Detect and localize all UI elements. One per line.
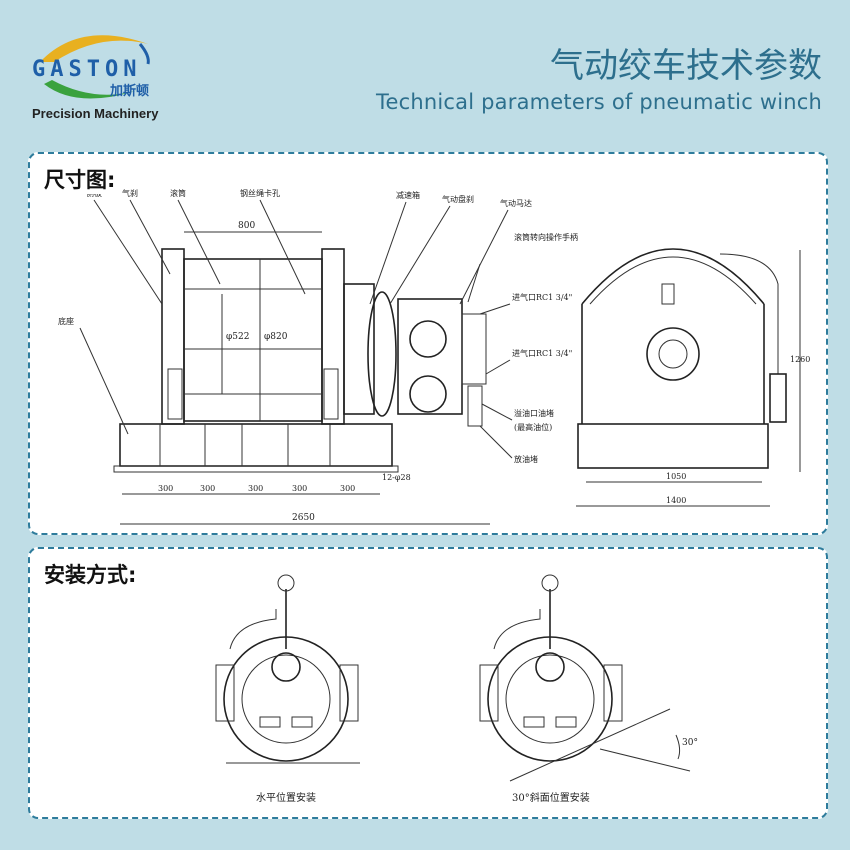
dim-spacing-2: 300 — [200, 484, 215, 493]
dim-drum-width: 800 — [238, 221, 255, 231]
callout-drum: 滚筒 — [170, 188, 186, 198]
dim-spacing-3: 300 — [248, 484, 263, 493]
dim-spacing-5: 300 — [340, 484, 355, 493]
dim-522: φ522 — [226, 332, 249, 342]
horizontal-install-view — [215, 574, 360, 764]
installation-drawing: 水平位置安装 30° 30°斜面位置安装 — [215, 574, 698, 804]
callout-rope-hole: 钢丝绳卡孔 — [240, 188, 280, 198]
dim-spacing-4: 300 — [292, 484, 307, 493]
page-title: 气动绞车技术参数 — [550, 46, 822, 86]
callout-base: 底座 — [58, 316, 74, 326]
callout-inlet-2: 进气口RC1 3/4" — [512, 348, 572, 358]
dim-length: 2650 — [292, 513, 315, 523]
dim-height: 1260 — [790, 355, 810, 364]
callout-disc-brake: 气动盘刹 — [442, 194, 474, 204]
dim-bolt: 12-φ28 — [382, 473, 411, 482]
dimension-drawing-panel: 尺寸图: 800 φ522 φ820 — [28, 152, 828, 535]
callout-handle: 滚筒转向操作手柄 — [514, 232, 578, 242]
caption-incline: 30°斜面位置安装 — [512, 791, 590, 804]
callout-overflow-plug: 溢油口油堵 — [514, 408, 554, 418]
dimension-panel-label: 尺寸图: — [44, 164, 116, 194]
dim-820: φ820 — [264, 332, 288, 342]
gaston-logo: GASTON 加斯顿 Precision Machinery — [30, 24, 170, 124]
callout-inlet-1: 进气口RC1 3/4" — [512, 292, 572, 302]
installation-panel: 安装方式: 水平位置安装 — [28, 547, 828, 819]
logo-subtitle: Precision Machinery — [32, 106, 159, 121]
incline-angle: 30° — [682, 738, 698, 748]
callout-air-brake: 气刹 — [122, 188, 138, 198]
logo-brand: GASTON — [32, 57, 142, 82]
dimension-drawing: 800 φ522 φ820 300 300 300 300 300 12-φ28… — [58, 188, 810, 525]
page-subtitle: Technical parameters of pneumatic winch — [376, 90, 822, 114]
incline-install-view: 30° — [479, 574, 698, 782]
installation-panel-label: 安装方式: — [44, 559, 137, 589]
dim-outer-width: 1400 — [666, 496, 686, 505]
callout-air-motor: 气动马达 — [500, 198, 532, 208]
callout-drain-plug: 放油堵 — [514, 454, 538, 464]
caption-horizontal: 水平位置安装 — [256, 791, 316, 804]
callout-max-oil: (最高油位) — [514, 422, 552, 432]
logo-cn-name: 加斯顿 — [110, 84, 150, 99]
dim-spacing-1: 300 — [158, 484, 173, 493]
logo-swoosh-icon — [40, 35, 150, 99]
dim-inner-width: 1050 — [666, 472, 686, 481]
callout-reducer: 减速箱 — [396, 190, 420, 200]
